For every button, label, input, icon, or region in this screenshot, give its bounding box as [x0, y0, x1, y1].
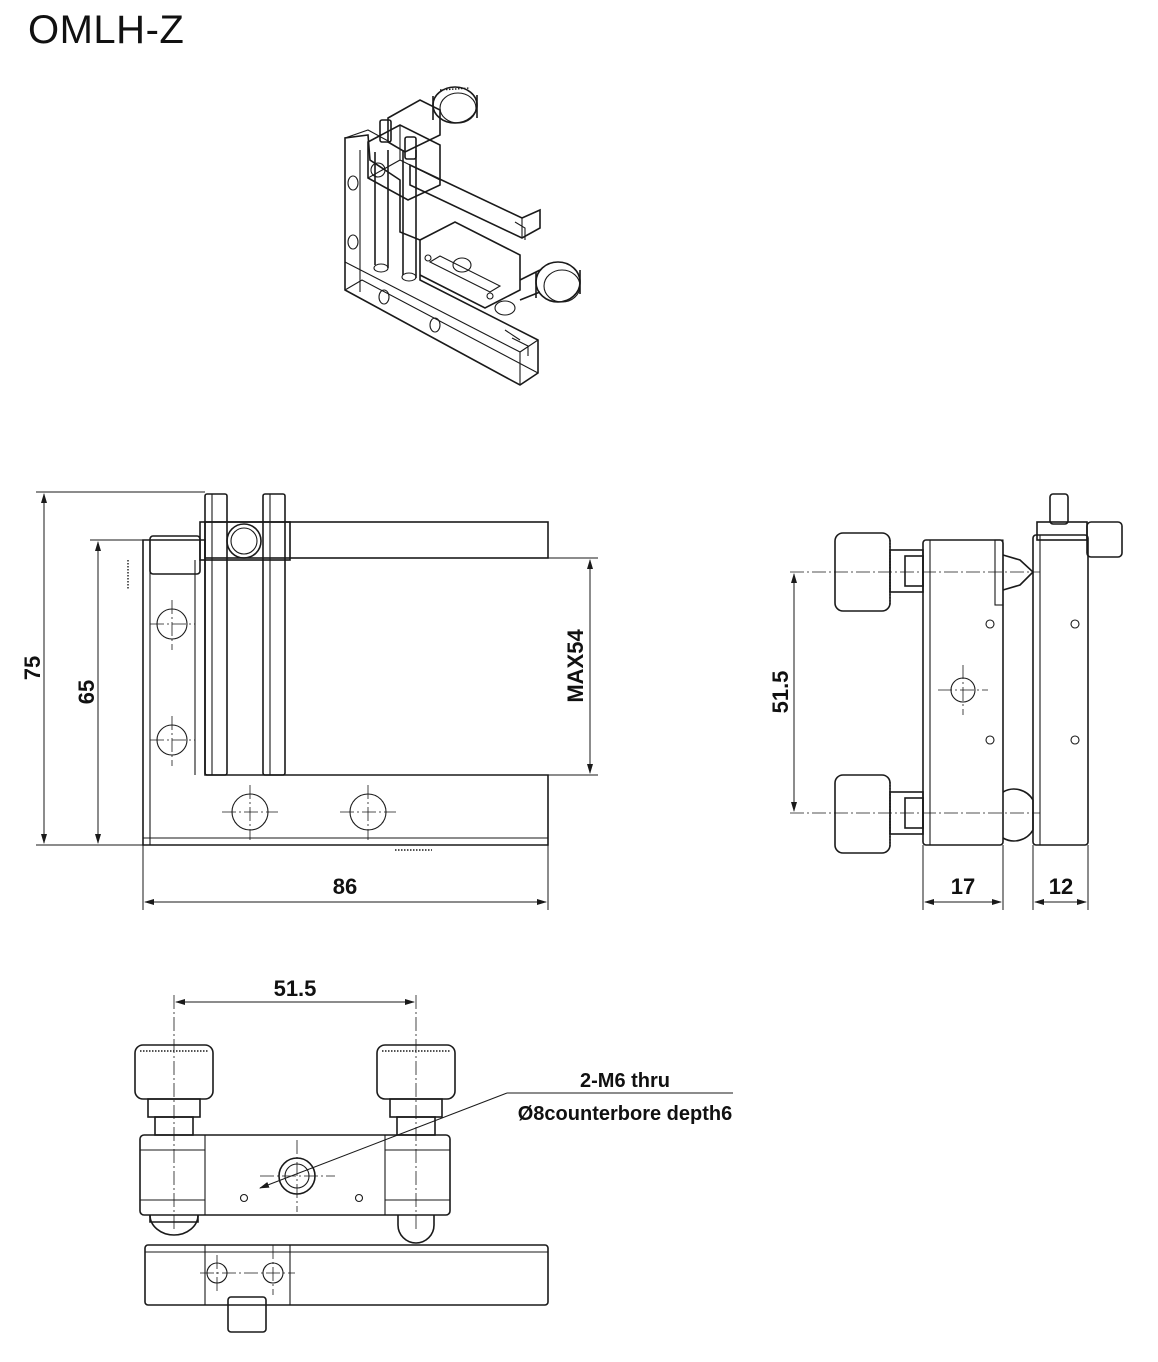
dim-height-overall: 75 [20, 656, 45, 680]
note-thread: 2-M6 thru [580, 1070, 670, 1092]
isometric-view [344, 86, 581, 386]
side-view [790, 493, 1123, 910]
note-counterbore: Ø8counterbore depth6 [518, 1103, 732, 1125]
dim-side-width-a: 17 [951, 874, 975, 899]
dim-width-base: 86 [333, 874, 357, 899]
dim-height-frame: 65 [74, 680, 99, 704]
dim-max-opening: MAX54 [563, 629, 588, 703]
dim-knob-spacing-side: 51.5 [768, 671, 793, 714]
dim-side-width-b: 12 [1049, 874, 1073, 899]
front-view [36, 491, 598, 910]
bottom-view [134, 995, 733, 1333]
dim-knob-spacing-bottom: 51.5 [274, 976, 317, 1001]
page-title: OMLH-Z [28, 8, 185, 52]
